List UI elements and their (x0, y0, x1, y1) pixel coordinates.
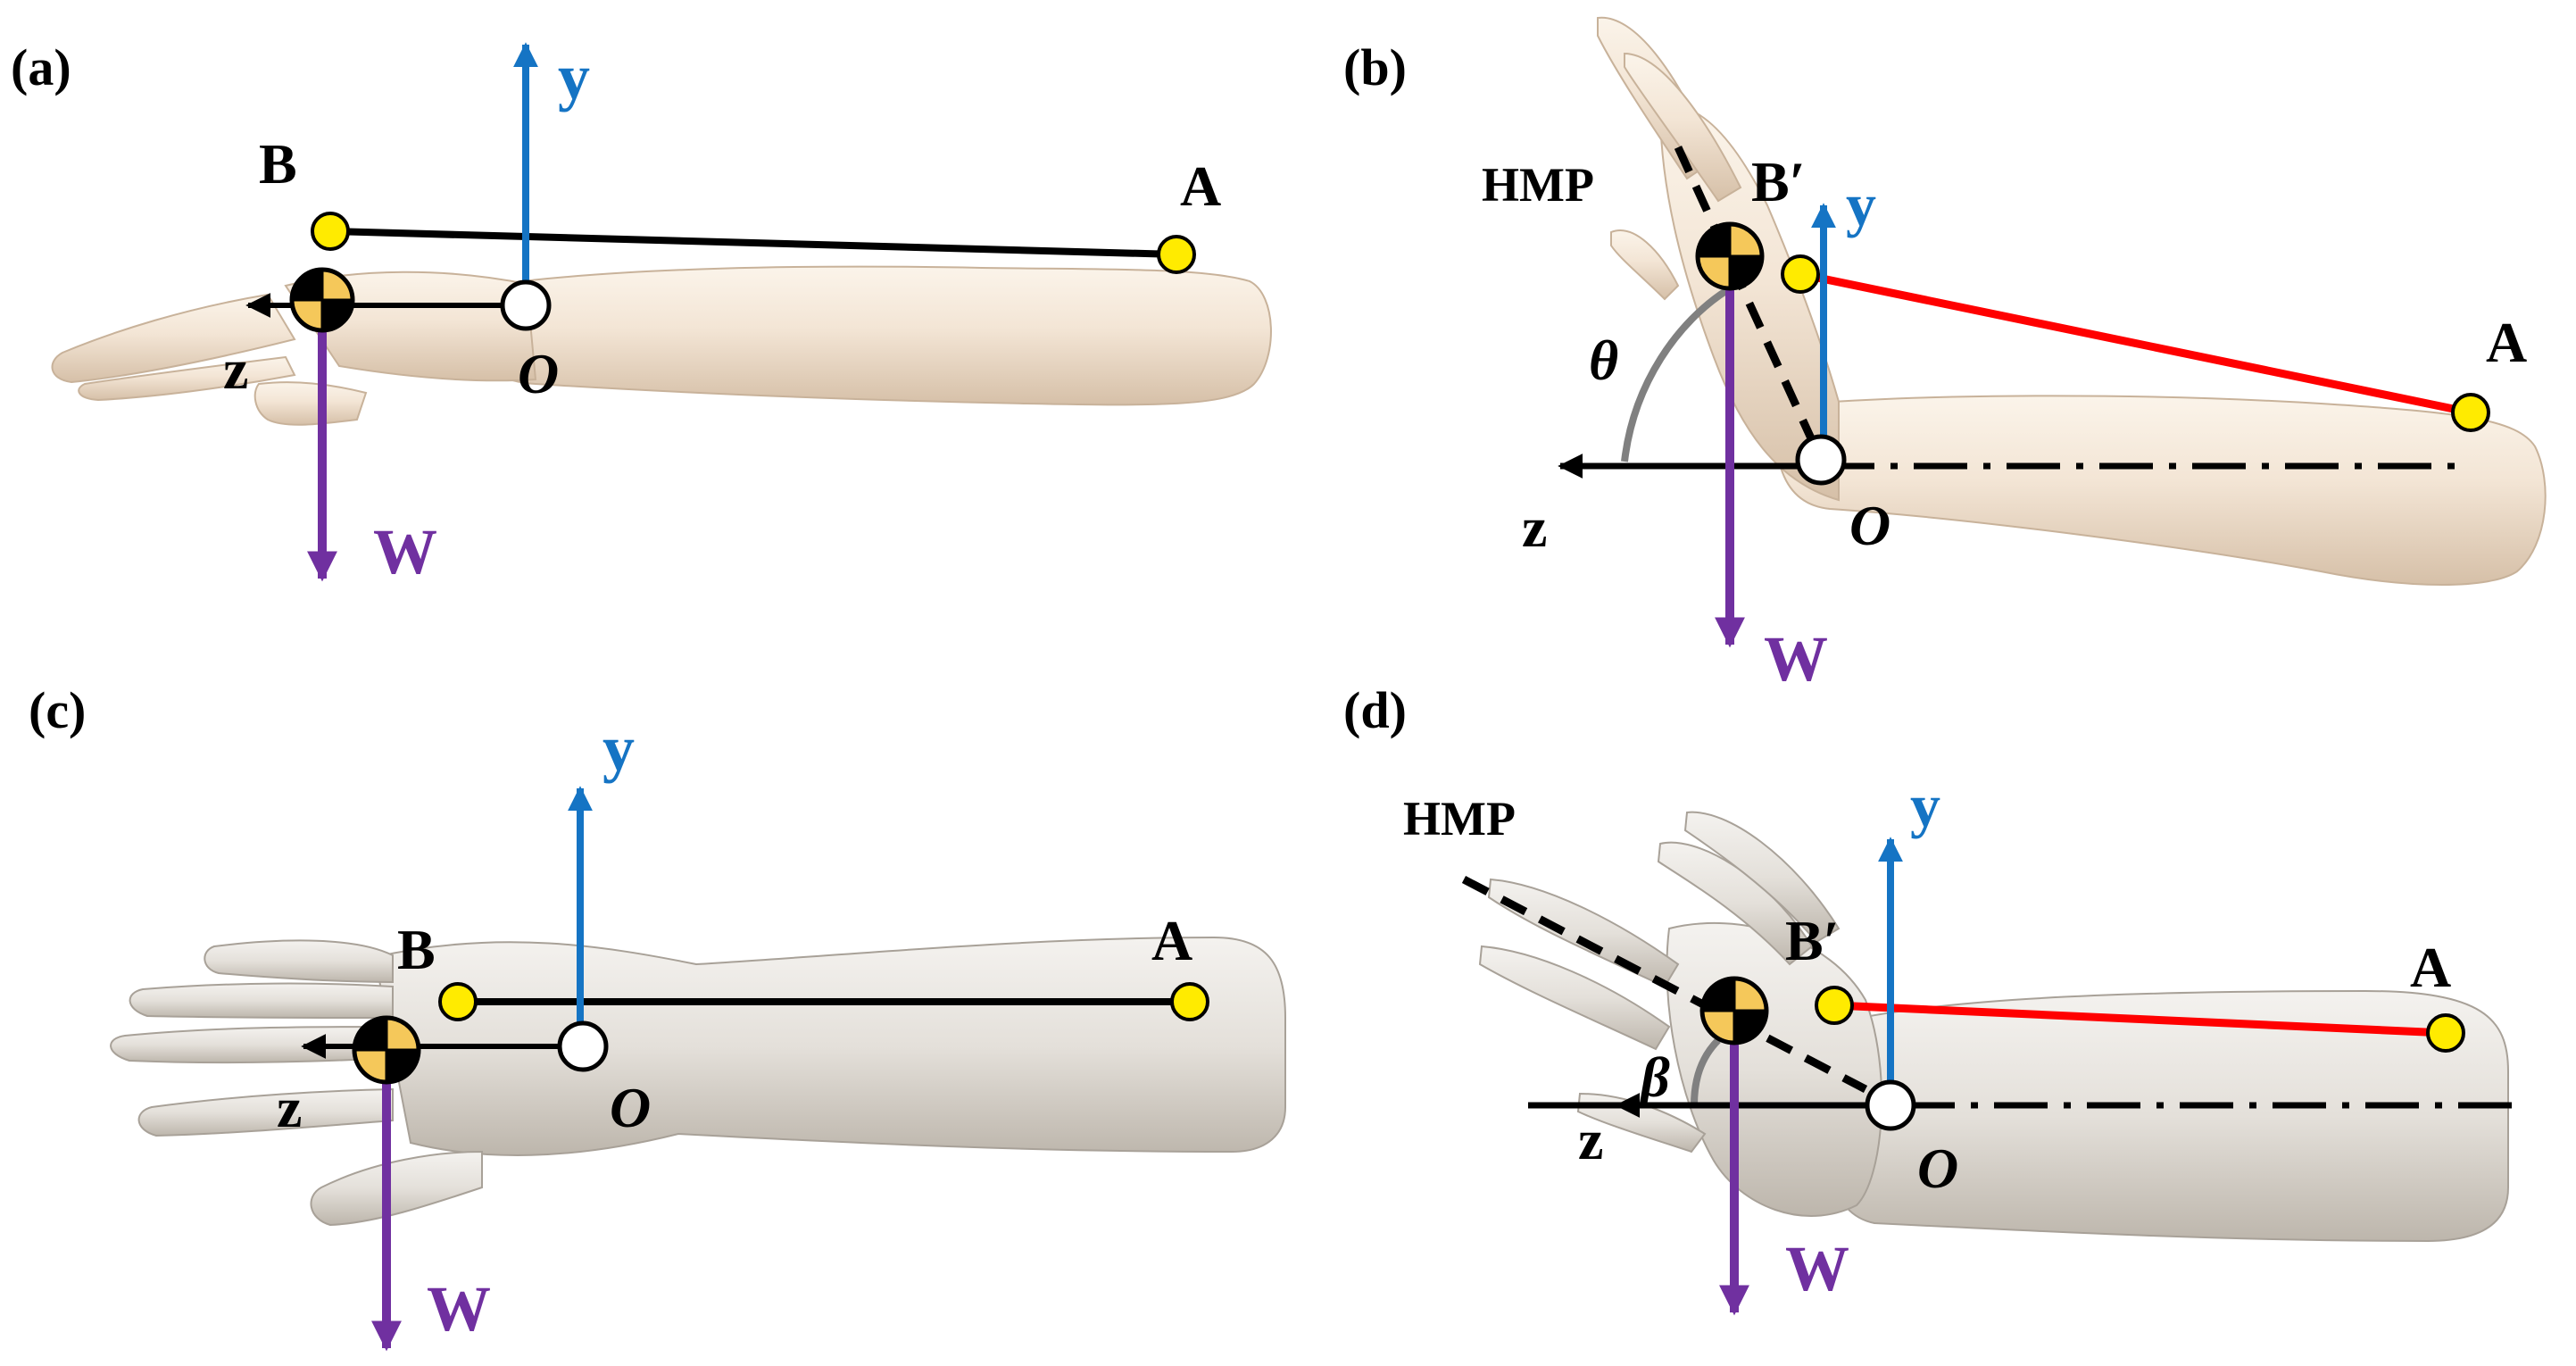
center-of-mass-d (1699, 976, 1769, 1045)
point-a-label-a: A (1180, 154, 1221, 218)
axis-z-label-d: z (1578, 1108, 1603, 1171)
origin-marker-b (1795, 434, 1847, 486)
point-b-label-a: B (259, 132, 297, 196)
point-a-label-b: A (2486, 311, 2527, 374)
point-b-label-b: B′ (1751, 150, 1806, 213)
hmp-line-b (1674, 146, 1825, 462)
hmp-line-d (1461, 876, 1868, 1093)
panel-label-c: (c) (29, 681, 86, 739)
panel-d: (d) HMP y B′ A β z O W (1343, 681, 2526, 1316)
weight-label-a: W (373, 516, 437, 587)
origin-label-c: O (610, 1076, 651, 1139)
angle-label-d: β (1639, 1045, 1670, 1109)
panel-c: (c) y B A z O W (29, 681, 1286, 1352)
marker-b-a (311, 212, 350, 251)
marker-b-d (1815, 986, 1854, 1025)
weight-label-b: W (1764, 623, 1828, 695)
weight-label-c: W (427, 1273, 491, 1345)
center-of-mass-b (1695, 221, 1765, 291)
axis-z-label-b: z (1522, 496, 1547, 559)
angle-arc-b (1621, 287, 1730, 462)
marker-a-c (1170, 982, 1209, 1021)
panel-b: (b) HMP B′ y θ A z O W (1343, 16, 2547, 695)
panel-label-b: (b) (1343, 38, 1407, 96)
plane-label-d: HMP (1403, 792, 1516, 845)
origin-label-b: O (1849, 494, 1890, 557)
point-b-label-d: B′ (1785, 909, 1840, 972)
panel-a: (a) y z O B A W (11, 38, 1272, 587)
segment-ba-a (329, 228, 1177, 258)
axis-y-label-c: y (602, 712, 635, 784)
axis-y-label-a: y (558, 41, 590, 112)
arm-illustration-c (110, 936, 1286, 1227)
segment-ba-d (1833, 1001, 2447, 1037)
point-a-label-c: A (1151, 909, 1192, 972)
axis-y-label-d: y (1910, 771, 1940, 839)
axis-y-label-b: y (1846, 171, 1876, 238)
origin-label-d: O (1917, 1137, 1958, 1200)
marker-a-d (2426, 1013, 2465, 1053)
axis-z-label-a: z (223, 337, 248, 401)
axis-z-label-c: z (277, 1076, 302, 1139)
center-of-mass-c (352, 1015, 421, 1085)
origin-marker-a (500, 279, 552, 331)
marker-b-b (1781, 254, 1820, 294)
marker-a-a (1157, 235, 1196, 274)
origin-marker-c (557, 1020, 609, 1072)
panel-label-d: (d) (1343, 681, 1407, 739)
marker-b-c (438, 982, 478, 1021)
point-b-label-c: B (397, 918, 436, 981)
marker-a-b (2451, 393, 2490, 432)
center-of-mass-a (289, 267, 355, 333)
panel-label-a: (a) (11, 38, 71, 96)
origin-label-a: O (518, 342, 559, 405)
plane-label-b: HMP (1482, 158, 1594, 212)
angle-label-b: θ (1589, 329, 1618, 392)
segment-ba-b (1799, 270, 2472, 417)
point-a-label-d: A (2410, 936, 2451, 999)
angle-arc-d (1691, 1037, 1721, 1106)
weight-label-d: W (1785, 1233, 1849, 1304)
arm-illustration-b (1597, 16, 2547, 586)
origin-marker-d (1865, 1079, 1916, 1131)
